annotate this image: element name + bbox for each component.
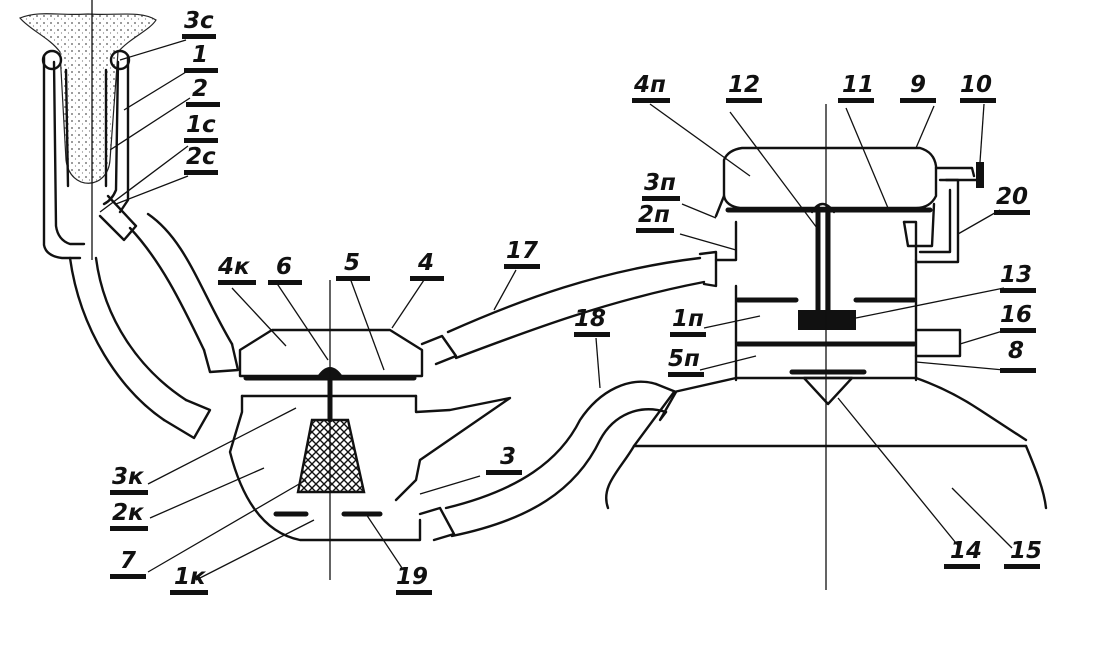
- svg-text:13: 13: [1000, 262, 1032, 288]
- svg-text:5п: 5п: [668, 346, 700, 372]
- part-labels: 3с 1 2 1с 2с 4к 6 5 4 17 18 3 3к 2к 7 1к…: [110, 8, 1042, 595]
- svg-text:1п: 1п: [672, 306, 704, 332]
- label-3: 3: [486, 444, 522, 475]
- label-2k: 2к: [110, 500, 148, 531]
- label-5: 5: [336, 250, 370, 281]
- svg-text:18: 18: [574, 306, 606, 332]
- svg-text:4: 4: [417, 250, 434, 276]
- svg-text:1с: 1с: [186, 112, 216, 138]
- pulse-hose-teat-to-claw: [128, 212, 240, 374]
- svg-text:17: 17: [506, 238, 538, 264]
- label-20: 20: [994, 184, 1030, 215]
- svg-text:5: 5: [344, 250, 360, 276]
- svg-text:19: 19: [396, 564, 428, 590]
- milk-hose-teat-to-claw: [68, 256, 212, 440]
- svg-text:2п: 2п: [638, 202, 670, 228]
- svg-text:7: 7: [120, 548, 136, 574]
- label-2: 2: [186, 76, 220, 107]
- label-1c: 1с: [184, 112, 218, 143]
- label-18: 18: [574, 306, 610, 337]
- label-13: 13: [1000, 262, 1036, 293]
- svg-text:6: 6: [276, 254, 292, 280]
- label-9: 9: [900, 72, 936, 103]
- svg-text:20: 20: [996, 184, 1028, 210]
- pail-lid: [605, 376, 1048, 510]
- svg-text:8: 8: [1008, 338, 1024, 364]
- label-12: 12: [726, 72, 762, 103]
- label-5p: 5п: [668, 346, 704, 377]
- label-16: 16: [1000, 302, 1036, 333]
- label-4p: 4п: [632, 72, 670, 103]
- svg-text:1: 1: [192, 42, 208, 68]
- svg-text:1к: 1к: [174, 564, 207, 590]
- svg-text:14: 14: [950, 538, 982, 564]
- pulsator: [714, 104, 984, 590]
- label-11: 11: [838, 72, 874, 103]
- hose-18: [444, 380, 678, 538]
- label-19: 19: [396, 564, 432, 595]
- svg-text:4п: 4п: [633, 72, 666, 98]
- label-4k: 4к: [217, 254, 256, 285]
- svg-text:3к: 3к: [112, 464, 145, 490]
- label-1p: 1п: [670, 306, 706, 337]
- label-3c: 3с: [182, 8, 216, 39]
- svg-text:11: 11: [842, 72, 874, 98]
- svg-text:12: 12: [728, 72, 760, 98]
- label-3p: 3п: [642, 170, 680, 201]
- label-7: 7: [110, 548, 146, 579]
- svg-text:4к: 4к: [217, 254, 251, 280]
- claw-lower-body: [228, 394, 422, 542]
- svg-text:9: 9: [910, 72, 926, 98]
- label-4: 4: [410, 250, 444, 281]
- pulsator-body: [714, 220, 738, 262]
- svg-text:15: 15: [1010, 538, 1042, 564]
- label-10: 10: [960, 72, 996, 103]
- label-8: 8: [1000, 338, 1036, 373]
- label-14: 14: [944, 538, 982, 569]
- teat-shape: [19, 13, 157, 184]
- svg-text:3п: 3п: [644, 170, 676, 196]
- label-15: 15: [1004, 538, 1042, 569]
- svg-text:2к: 2к: [112, 500, 145, 526]
- hose-17: [446, 250, 718, 360]
- svg-text:2: 2: [192, 76, 208, 102]
- svg-text:16: 16: [1000, 302, 1032, 328]
- svg-text:3: 3: [500, 444, 516, 470]
- label-1k: 1к: [170, 564, 208, 595]
- svg-text:2с: 2с: [186, 144, 216, 170]
- svg-text:10: 10: [960, 72, 992, 98]
- label-2p: 2п: [636, 202, 674, 233]
- label-3k: 3к: [110, 464, 148, 495]
- teat-cup: [19, 0, 157, 260]
- claw-upper-chamber: [238, 328, 424, 378]
- teat-cup-liner: [52, 60, 86, 246]
- pulsator-cap: [722, 146, 938, 210]
- label-17: 17: [504, 238, 540, 269]
- claw-collector: [228, 280, 512, 580]
- teat-cup-shell: [42, 54, 82, 260]
- label-1: 1: [184, 42, 218, 73]
- label-2c: 2с: [184, 144, 218, 175]
- leader-lines: [99, 39, 1013, 581]
- svg-text:3с: 3с: [184, 8, 214, 34]
- label-6: 6: [268, 254, 302, 285]
